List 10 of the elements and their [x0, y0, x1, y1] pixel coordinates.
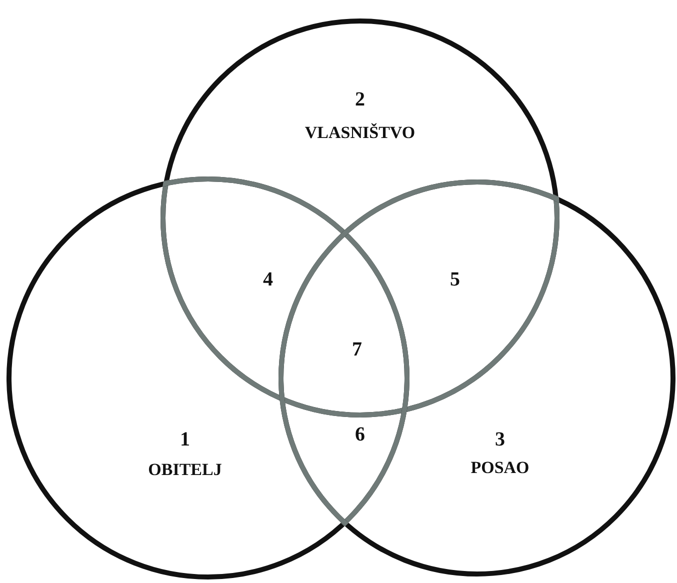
set-number: 1	[180, 428, 190, 452]
set-label: VLASNIŠTVO	[304, 123, 416, 143]
region-number: 5	[450, 268, 460, 292]
set-number: 2	[355, 88, 365, 112]
region-number: 7	[352, 338, 362, 362]
set-label: OBITELJ	[148, 460, 222, 480]
set-label: POSAO	[470, 458, 530, 478]
set-number: 3	[495, 428, 505, 452]
region-number: 4	[263, 268, 273, 292]
region-number: 6	[355, 424, 365, 446]
